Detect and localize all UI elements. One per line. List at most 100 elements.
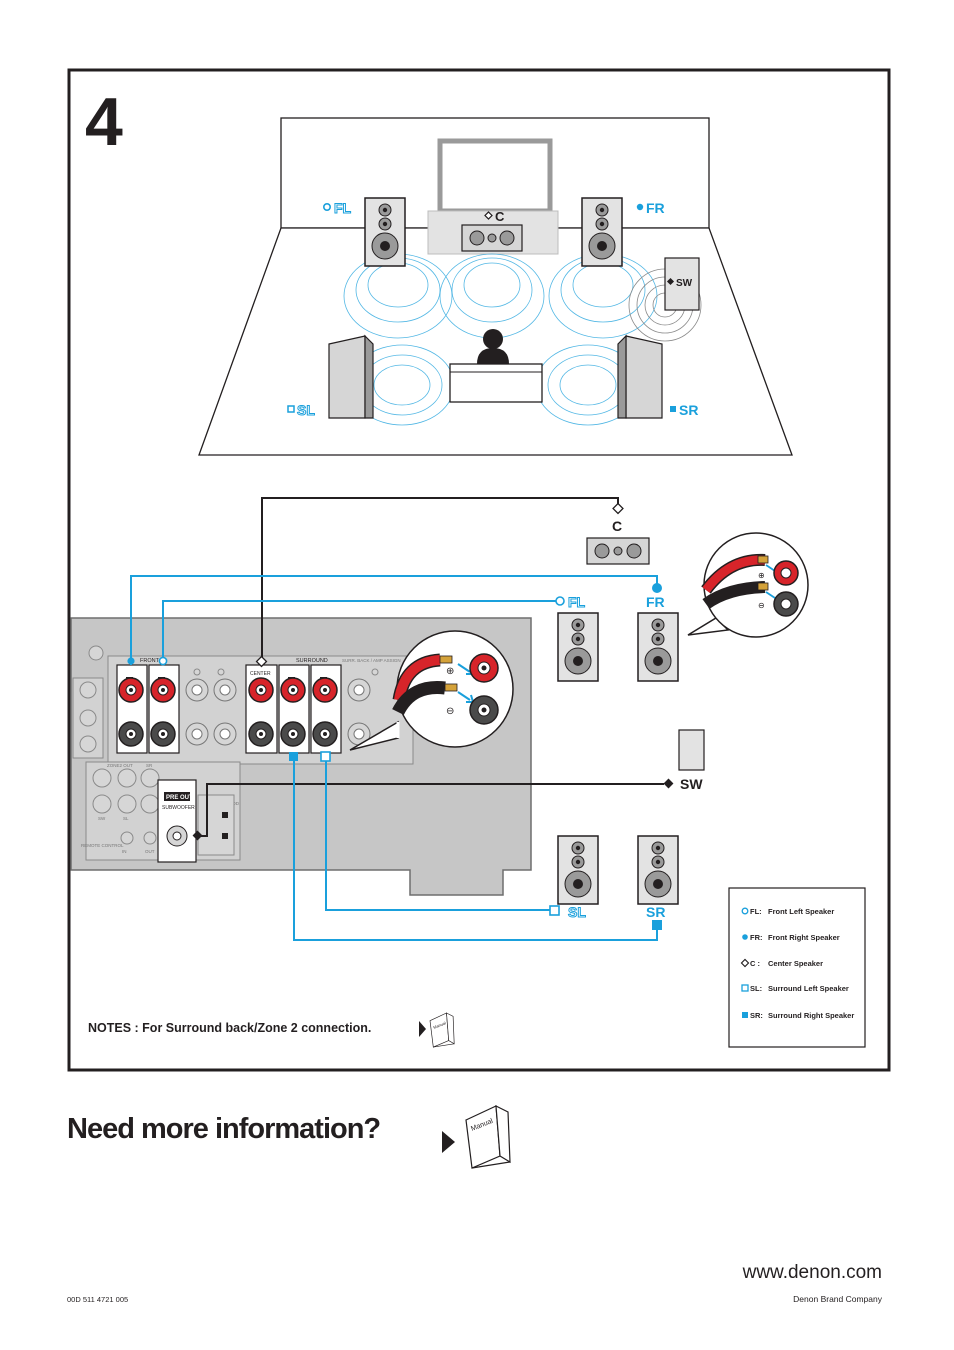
- front-l-positive-terminal: [150, 677, 176, 703]
- fl-room-symbol: [322, 203, 331, 212]
- fr-speaker-wiring: [637, 612, 679, 682]
- zone2-sw-label: SW: [98, 816, 106, 821]
- sr-wiring-label: SR: [646, 904, 665, 920]
- legend-box: FL: Front Left Speaker FR: Front Right S…: [728, 887, 866, 1048]
- center-positive-terminal: [248, 677, 274, 703]
- sofa: [449, 363, 543, 403]
- sl-cable-symbol-speaker: [549, 905, 560, 916]
- unused-terminal-5: [347, 678, 371, 702]
- unused-terminal-1: [185, 678, 209, 702]
- fr-room-symbol: [636, 203, 644, 211]
- company-name: Denon Brand Company: [793, 1294, 883, 1304]
- legend-c-text: Center Speaker: [768, 959, 823, 968]
- front-l-negative-terminal: [150, 721, 176, 747]
- fl-cable-symbol-speaker: [555, 596, 565, 606]
- sr-cable-symbol-receiver: [289, 752, 298, 761]
- unused-terminal-4: [213, 722, 237, 746]
- remote-in-label: IN: [122, 849, 127, 854]
- center-speaker-woofer-right: [499, 230, 515, 246]
- pre-out-label: PRE OUT: [166, 795, 193, 801]
- legend-fl-text: Front Left Speaker: [768, 907, 834, 916]
- legend-fr-symbol: [742, 934, 748, 940]
- legend-c-code: C :: [750, 959, 760, 968]
- sr-cable-symbol-speaker: [652, 920, 662, 930]
- sl-room-label: SL: [297, 402, 315, 418]
- center-label: CENTER: [250, 671, 271, 677]
- subwoofer-wiring: [678, 729, 705, 771]
- sr-speaker-wiring: [637, 835, 679, 905]
- center-speaker-woofer-left: [469, 230, 485, 246]
- tv-screen: [437, 138, 553, 214]
- sl-speaker-wiring: [557, 835, 599, 905]
- center-cable-symbol-speaker: [612, 502, 624, 515]
- fl-cable-symbol-receiver: [158, 656, 168, 666]
- legend-sr-symbol: [742, 1012, 748, 1018]
- zone2-sl-label: SL: [123, 816, 129, 821]
- legend-fl-symbol: [741, 907, 749, 915]
- sr-room-label: SR: [679, 402, 698, 418]
- legend-sl-symbol: [741, 984, 749, 992]
- c-wiring-label: C: [612, 518, 622, 534]
- need-more-info-heading: Need more information?: [67, 1113, 380, 1145]
- fl-room-label: FL: [334, 200, 352, 216]
- center-wiring-woofer-left: [594, 543, 610, 559]
- legend-sl-text: Surround Left Speaker: [768, 984, 849, 993]
- callout-plus-sign: ⊕: [446, 666, 454, 677]
- remote-control-label: REMOTE CONTROL: [81, 843, 124, 848]
- fr-room-label: FR: [646, 200, 665, 216]
- terminal-magnifier-callout: [349, 630, 514, 751]
- fr-wiring-label: FR: [646, 594, 665, 610]
- document-code: 00D 511 4721 005: [67, 1295, 128, 1304]
- speaker-callout-plus-sign: ⊕: [758, 571, 765, 580]
- dock-port-pin-1: [222, 812, 228, 818]
- dock-port-pin-2: [222, 833, 228, 839]
- sw-room-symbol: [666, 277, 675, 286]
- unused-terminal-3: [185, 722, 209, 746]
- sr-cable: [293, 760, 658, 941]
- sw-room-label: SW: [676, 278, 693, 289]
- zone2-label: ZONE2 OUT: [107, 763, 133, 768]
- sl-cable-symbol-receiver: [320, 751, 331, 762]
- cable-endpoint-symbols: [127, 502, 674, 930]
- sw-wiring-label: SW: [680, 776, 703, 792]
- sl-room-symbol: [287, 405, 295, 413]
- sr-speaker-room: [617, 334, 663, 419]
- center-cable: [261, 497, 619, 662]
- surround-label: SURROUND: [296, 658, 328, 664]
- surround-r-positive-terminal: [280, 677, 306, 703]
- receiver-jacks: [79, 645, 379, 845]
- room-illustration: FL FR C SW SL SR: [198, 117, 793, 456]
- legend-fr-code: FR:: [750, 933, 763, 942]
- legend-sl-code: SL:: [750, 984, 762, 993]
- center-negative-terminal: [248, 721, 274, 747]
- subwoofer-jack-label: SUBWOOFER: [162, 805, 195, 811]
- sl-cable: [325, 760, 550, 911]
- wiring-diagram: ZONE2 OUT SW SL SR REMOTE CONTROL IN OUT…: [70, 497, 809, 941]
- fl-cable: [162, 600, 556, 665]
- website-url[interactable]: www.denon.com: [742, 1262, 882, 1283]
- surr-back-label: SURR. BACK / AMP ASSIGN: [342, 658, 401, 663]
- sw-cable-symbol-speaker: [663, 778, 674, 789]
- speaker-cables: [130, 497, 664, 941]
- callout-minus-sign: ⊖: [446, 706, 454, 717]
- surround-r-negative-terminal: [280, 721, 306, 747]
- subwoofer-jack-pin: [172, 831, 182, 841]
- surround-l-positive-terminal: [312, 677, 338, 703]
- sl-wiring-label: SL: [568, 904, 586, 920]
- c-room-label: C: [495, 209, 505, 224]
- legend-sr-code: SR:: [750, 1011, 763, 1020]
- unused-terminal-2: [213, 678, 237, 702]
- dock-port: [197, 794, 235, 856]
- fr-cable-symbol-speaker: [652, 583, 662, 593]
- sr-room-symbol: [670, 406, 676, 412]
- remote-out-label: OUT: [145, 849, 155, 854]
- speaker-callout-minus-sign: ⊖: [758, 601, 765, 610]
- speaker-terminal-callout: [687, 532, 809, 638]
- legend-c-symbol: [740, 958, 750, 968]
- center-speaker-tweeter: [487, 233, 497, 243]
- center-wiring-woofer-right: [626, 543, 642, 559]
- step-number: 4: [85, 84, 123, 160]
- need-more-arrow-icon: [442, 1131, 455, 1153]
- center-wiring-tweeter: [613, 546, 623, 556]
- center-cable-symbol-receiver: [255, 655, 268, 668]
